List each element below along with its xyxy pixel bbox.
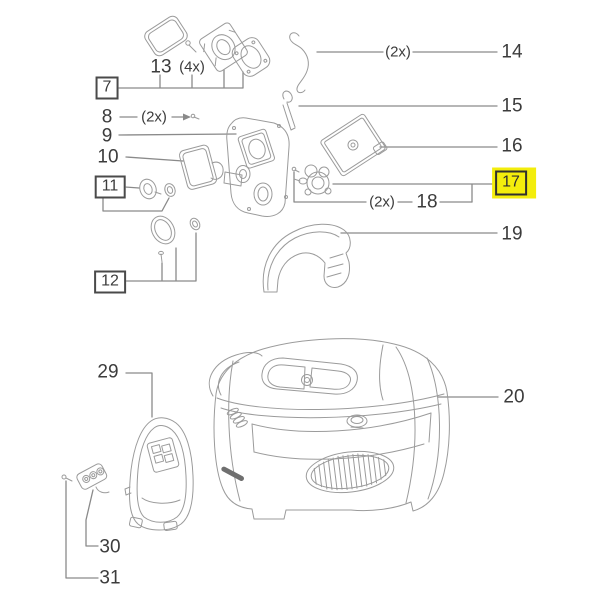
callout-10[interactable]: 10 (97, 146, 119, 168)
screw-31-drawing (61, 474, 73, 482)
callout-17[interactable]: 17 (495, 170, 527, 196)
callout-17-highlight[interactable]: 17 (492, 167, 536, 199)
gasket-plate-drawing (231, 37, 271, 77)
callout-8[interactable]: 8 (101, 106, 113, 128)
part-17-drawing (293, 164, 332, 196)
part-13-drawing (144, 15, 188, 57)
callout-20[interactable]: 20 (503, 386, 525, 408)
callout-14[interactable]: 14 (501, 41, 523, 63)
part-12-drawing (150, 215, 201, 263)
part-30-drawing (76, 463, 110, 494)
part-14-drawing (289, 32, 309, 94)
callout-19[interactable]: 19 (501, 223, 523, 245)
leader-lines (65, 51, 499, 579)
callout-12[interactable]: 12 (94, 270, 126, 294)
part-10-drawing (178, 144, 224, 190)
socket-housing-drawing (199, 22, 248, 72)
part-15-drawing (282, 90, 296, 131)
callout-8-qty: (2x) (141, 108, 167, 126)
part-11-drawing (139, 178, 176, 200)
screw-4x-drawing (185, 40, 197, 53)
callout-30[interactable]: 30 (99, 536, 121, 558)
part-19-drawing (262, 223, 351, 293)
screw-2x-8-drawing (190, 113, 200, 120)
callout-7[interactable]: 7 (95, 76, 119, 100)
part-29-drawing (124, 417, 194, 532)
callout-14-qty: (2x) (385, 43, 411, 61)
callout-31[interactable]: 31 (99, 567, 121, 589)
callout-16[interactable]: 16 (501, 135, 523, 157)
callout-11[interactable]: 11 (94, 175, 126, 199)
callout-15[interactable]: 15 (501, 95, 523, 117)
callout-9[interactable]: 9 (101, 125, 113, 147)
callout-13[interactable]: 13 (150, 56, 172, 78)
part-16-drawing (320, 113, 388, 177)
screw-2x-18-drawing (291, 166, 300, 173)
callout-18-qty: (2x) (369, 193, 395, 211)
callout-18[interactable]: 18 (416, 191, 438, 213)
callout-13-qty: (4x) (179, 58, 205, 76)
part-20-drawing (208, 338, 450, 520)
callout-29[interactable]: 29 (97, 361, 119, 383)
part-9-drawing (223, 117, 290, 217)
